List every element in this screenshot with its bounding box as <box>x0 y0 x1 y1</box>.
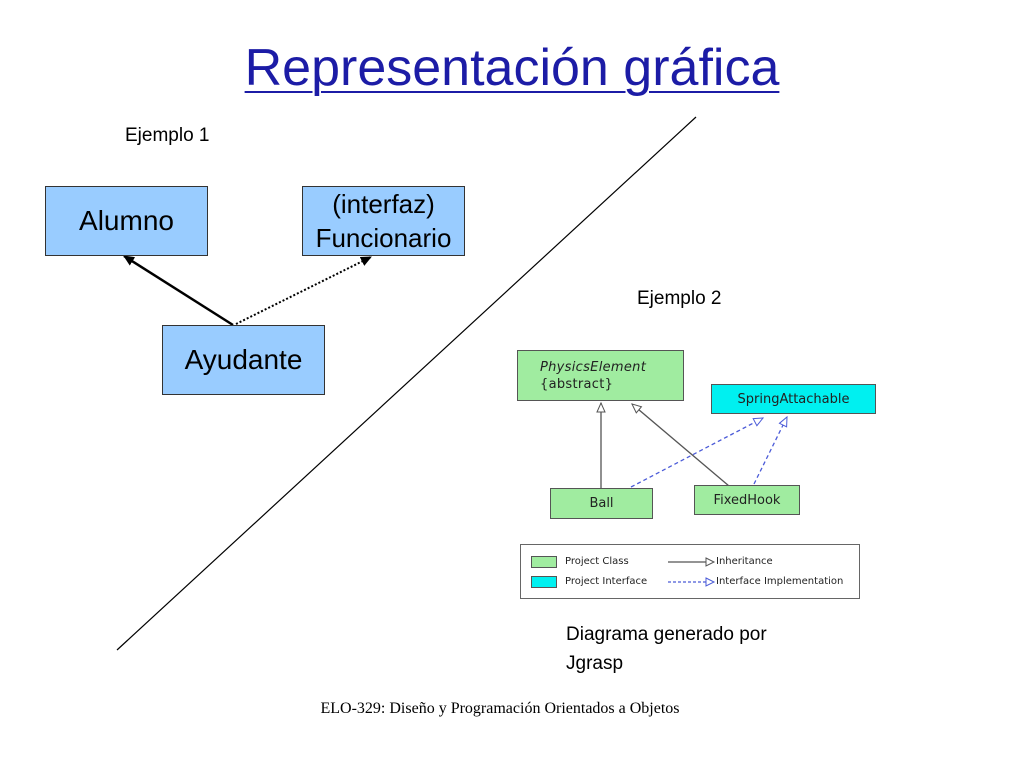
example1-label: Ejemplo 1 <box>125 125 210 146</box>
diagram-legend: Project Class Project Interface Inherita… <box>520 544 860 599</box>
legend-inheritance: Inheritance <box>716 556 773 567</box>
physicselement-class-box: PhysicsElement {abstract} <box>517 350 684 401</box>
alumno-class-name: Alumno <box>79 205 174 236</box>
slide-title: Representación gráfica <box>244 39 780 97</box>
funcionario-interface-name: Funcionario <box>315 223 452 253</box>
legend-project-interface: Project Interface <box>565 576 648 587</box>
legend-project-class: Project Class <box>565 556 629 567</box>
abstract-stereotype: {abstract} <box>540 377 614 392</box>
hook-inheritance-line <box>631 403 730 487</box>
funcionario-interface-box: (interfaz) Funcionario <box>302 186 465 256</box>
project-class-swatch <box>531 556 557 568</box>
ayudante-class-name: Ayudante <box>184 344 303 375</box>
diagram-caption: Diagrama generado por Jgrasp <box>566 624 767 674</box>
ayudante-class-box: Ayudante <box>162 325 325 395</box>
inheritance-arrow <box>123 254 234 327</box>
legend-interface-implementation: Interface Implementation <box>716 576 844 587</box>
interface-stereotype: (interfaz) <box>332 189 435 219</box>
hook-impl-line <box>753 415 788 485</box>
realization-arrow <box>235 256 372 325</box>
example2-label: Ejemplo 2 <box>637 288 722 309</box>
ball-class-name: Ball <box>589 496 614 511</box>
ball-class-box: Ball <box>550 488 653 519</box>
fixedhook-class-box: FixedHook <box>694 485 800 515</box>
physicselement-class-name: PhysicsElement <box>540 360 647 375</box>
divider-line <box>116 116 697 651</box>
alumno-class-box: Alumno <box>45 186 208 256</box>
springattachable-name: SpringAttachable <box>737 391 850 407</box>
project-interface-swatch <box>531 576 557 588</box>
fixedhook-class-name: FixedHook <box>713 492 781 508</box>
legend-line-samples <box>668 557 716 587</box>
ball-impl-line <box>630 417 765 488</box>
springattachable-interface-box: SpringAttachable <box>711 384 876 414</box>
slide-footer: ELO-329: Diseño y Programación Orientado… <box>320 700 680 717</box>
